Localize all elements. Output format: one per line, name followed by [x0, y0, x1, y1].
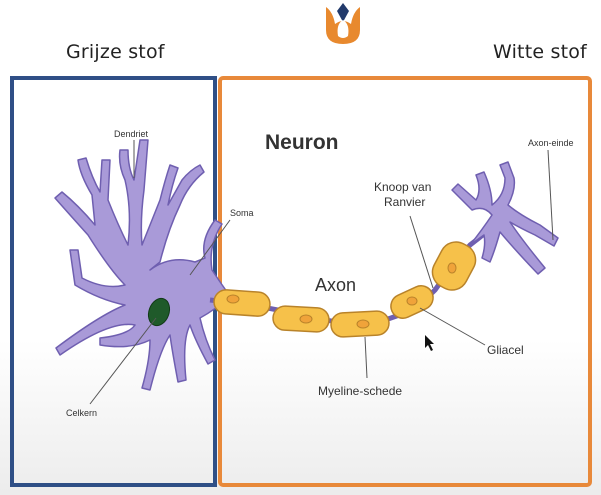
label-soma: Soma [230, 208, 254, 218]
label-myeline: Myeline-schede [318, 384, 402, 398]
label-gliacel: Gliacel [487, 343, 524, 357]
title-neuron: Neuron [265, 131, 339, 154]
nucleus [147, 297, 171, 327]
cell-body [54, 139, 231, 391]
grey-matter-label: Grijze stof [66, 41, 165, 63]
mouse-cursor-icon [425, 335, 434, 351]
label-axon: Axon [315, 275, 356, 295]
label-knoop-line2: Ranvier [384, 195, 425, 209]
myelin-nuclei [226, 262, 457, 329]
logo [326, 3, 360, 44]
label-knoop-line1: Knoop van [374, 180, 431, 194]
axon-terminal [451, 161, 559, 275]
white-matter-label: Witte stof [493, 41, 587, 63]
label-dendriet: Dendriet [114, 129, 149, 139]
leader-lines [89, 140, 554, 405]
label-celkern: Celkern [66, 408, 97, 418]
label-axon-einde: Axon-einde [528, 138, 574, 148]
